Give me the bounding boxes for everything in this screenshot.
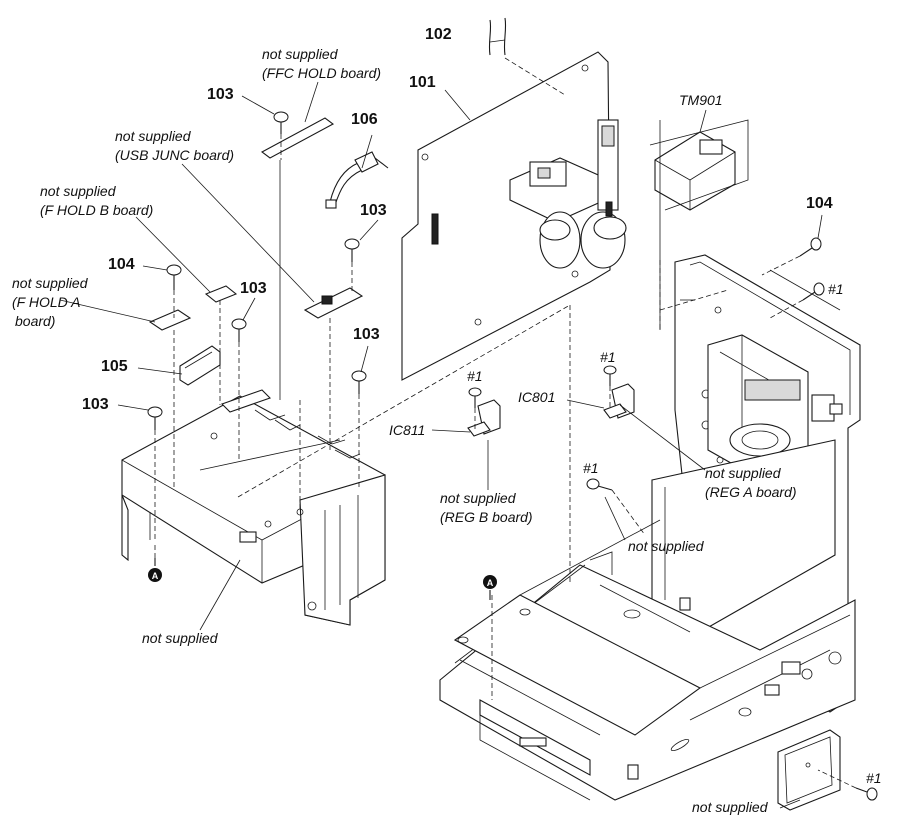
label-104-left: 104	[108, 256, 135, 273]
label-mark1-bottom-right: #1	[866, 770, 882, 786]
label-103-left: 103	[82, 396, 109, 413]
reg-a-board-name: (REG A board)	[705, 484, 797, 500]
not-supplied-left-chassis: not supplied	[142, 630, 218, 646]
screw-icon	[147, 111, 878, 801]
assembly-lines	[154, 57, 857, 789]
label-mark1-right: #1	[828, 281, 844, 297]
f-hold-b-board	[204, 285, 238, 303]
chassis-right	[439, 254, 861, 801]
usb-junc-board-name: (USB JUNC board)	[115, 147, 235, 163]
label-mark1-bottom: #1	[583, 460, 599, 476]
f-hold-a-board	[148, 309, 192, 331]
chassis-left	[121, 389, 386, 626]
label-103-top: 103	[207, 86, 234, 103]
label-ic801: IC801	[518, 389, 556, 405]
ic811-part	[467, 399, 501, 437]
cable-102	[488, 17, 507, 56]
label-101: 101	[409, 74, 436, 91]
reg-b-note: not supplied	[440, 490, 516, 506]
not-supplied-center: not supplied	[628, 538, 704, 554]
label-tm901: TM901	[679, 92, 723, 108]
reference-a-icon: A A	[148, 558, 497, 600]
not-supplied-bottom-cover: not supplied	[692, 799, 768, 815]
label-102: 102	[425, 26, 452, 43]
usb-junc-board	[303, 151, 389, 319]
label-mark1-ic811: #1	[467, 368, 483, 384]
label-106: 106	[351, 111, 378, 128]
ref-a-left-text: A	[152, 571, 159, 581]
f-hold-a-board-name: (F HOLD A	[12, 294, 81, 310]
leader-lines	[59, 39, 823, 809]
ffc-hold-note: not supplied	[262, 46, 338, 62]
label-105: 105	[101, 358, 128, 375]
reg-a-note: not supplied	[705, 465, 781, 481]
label-103-mid: 103	[240, 280, 267, 297]
label-104-right: 104	[806, 195, 833, 212]
f-hold-a-note: not supplied	[12, 275, 88, 291]
ic801-part	[603, 383, 635, 419]
label-mark1-ic801: #1	[600, 349, 616, 365]
f-hold-b-note: not supplied	[40, 183, 116, 199]
f-hold-b-board-name: (F HOLD B board)	[40, 202, 154, 218]
ref-a-right-text: A	[487, 578, 494, 588]
ffc-hold-board	[260, 117, 335, 159]
bottom-cover-part	[777, 729, 841, 811]
part-105	[179, 345, 221, 386]
label-ic811: IC811	[389, 422, 426, 438]
tm901-part	[649, 119, 749, 211]
label-103-usb: 103	[360, 202, 387, 219]
main-board-101	[401, 51, 627, 381]
f-hold-a-board-suffix: board)	[15, 313, 56, 329]
label-103-center: 103	[353, 326, 380, 343]
ffc-hold-board-name: (FFC HOLD board)	[262, 65, 382, 81]
reg-b-board-name: (REG B board)	[440, 509, 533, 525]
usb-junc-note: not supplied	[115, 128, 191, 144]
